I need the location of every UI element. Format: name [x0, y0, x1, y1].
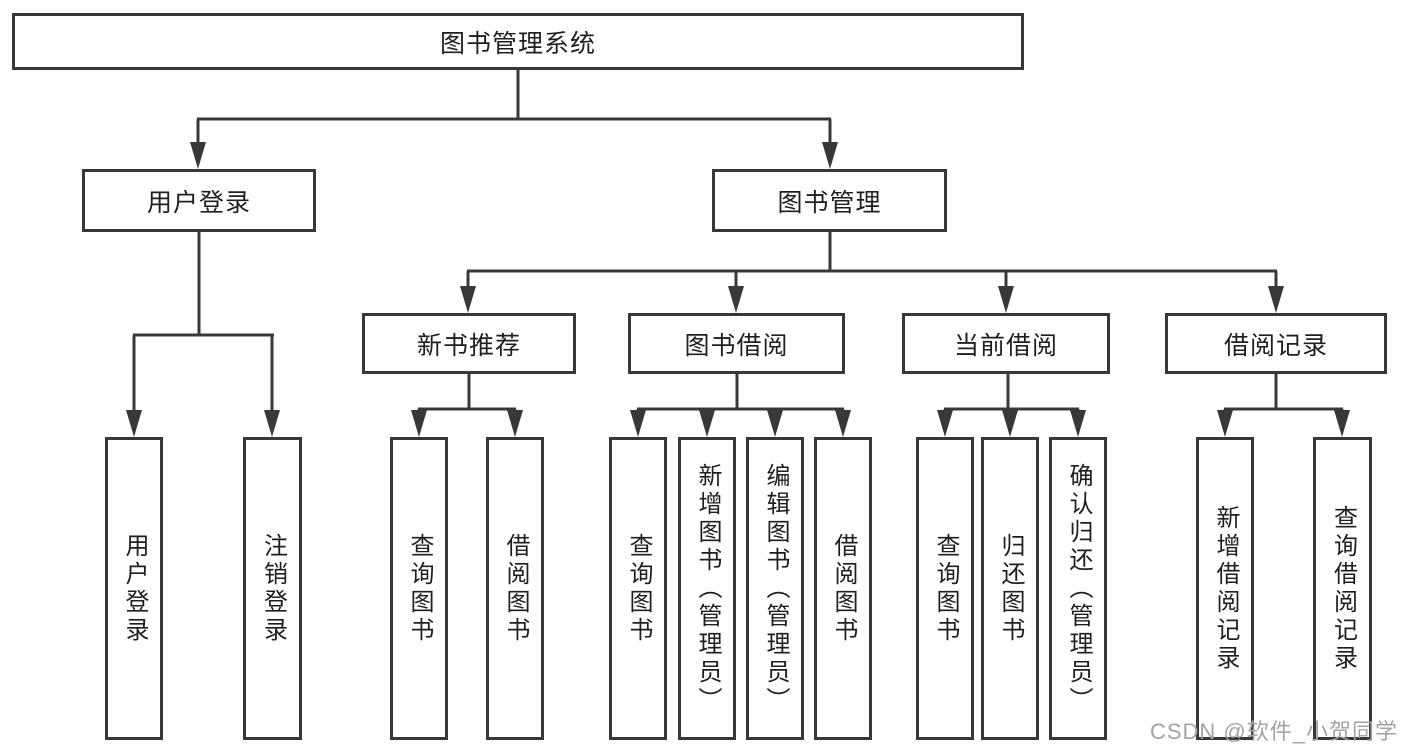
leaf-add-book-admin: 新增图书（管理员）	[678, 437, 736, 740]
leaf-logout: 注销登录	[243, 437, 302, 740]
node-current-borrow: 当前借阅	[902, 313, 1110, 374]
node-book-management: 图书管理	[712, 169, 947, 232]
leaf-query-books-current: 查询图书	[916, 437, 974, 740]
leaf-edit-book-admin: 编辑图书（管理员）	[746, 437, 804, 740]
leaf-query-books-recommend: 查询图书	[390, 437, 448, 740]
leaf-query-borrow-record: 查询借阅记录	[1313, 437, 1372, 740]
node-user-login: 用户登录	[82, 169, 316, 232]
node-book-borrow: 图书借阅	[628, 313, 845, 374]
leaf-add-borrow-record: 新增借阅记录	[1196, 437, 1254, 740]
node-new-book-recommend: 新书推荐	[362, 313, 576, 374]
leaf-query-books-borrow: 查询图书	[609, 437, 667, 740]
leaf-user-login: 用户登录	[105, 437, 163, 740]
leaf-borrow-books-recommend: 借阅图书	[486, 437, 544, 740]
node-borrow-records: 借阅记录	[1165, 313, 1387, 374]
leaf-borrow-books: 借阅图书	[814, 437, 872, 740]
leaf-return-books: 归还图书	[981, 437, 1039, 740]
leaf-confirm-return-admin: 确认归还（管理员）	[1049, 437, 1107, 740]
node-root: 图书管理系统	[12, 13, 1024, 70]
